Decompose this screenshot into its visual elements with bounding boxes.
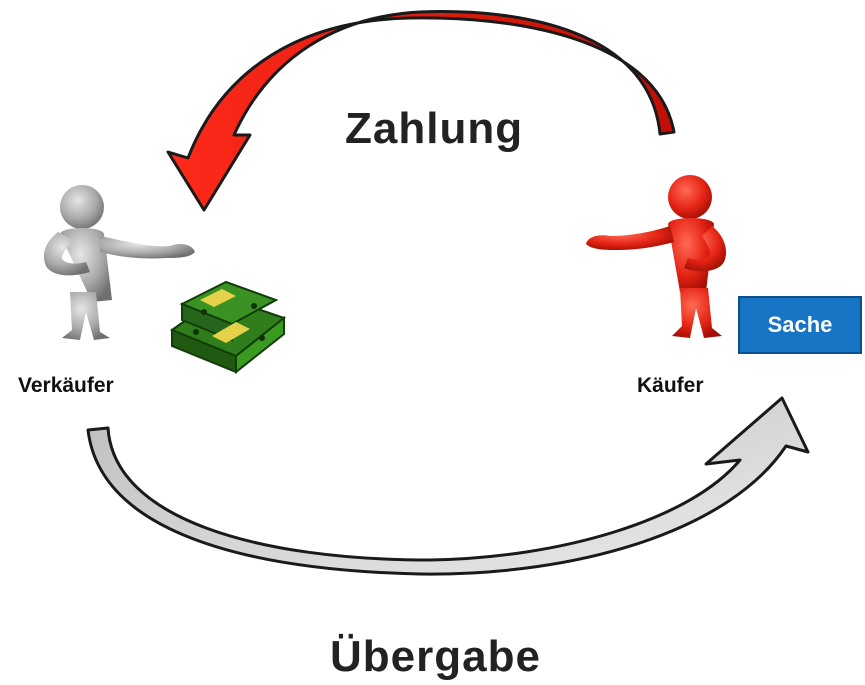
transfer-label: Übergabe bbox=[330, 632, 541, 681]
transfer-arrow bbox=[86, 396, 810, 576]
buyer-label: Käufer bbox=[637, 374, 704, 397]
buyer-figure-icon bbox=[586, 175, 727, 338]
item-box: Sache bbox=[738, 296, 862, 354]
seller-figure-icon bbox=[43, 185, 195, 340]
payment-label: Zahlung bbox=[345, 104, 524, 153]
seller-label: Verkäufer bbox=[18, 374, 114, 397]
payment-arrow bbox=[166, 10, 676, 212]
item-label: Sache bbox=[767, 312, 833, 337]
cash-stack-icon bbox=[168, 276, 288, 388]
